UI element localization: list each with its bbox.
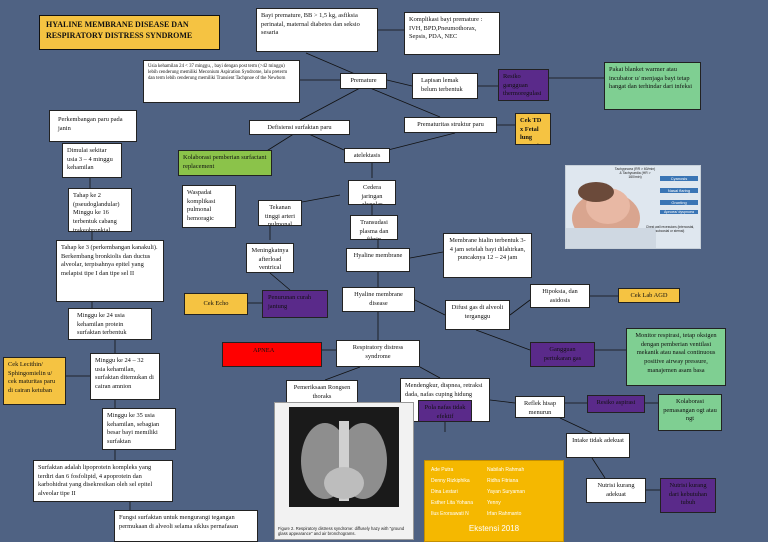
node-minggu35: Minggu ke 35 usia kehamilan, sebagian be… [102, 408, 176, 450]
node-pola-nafas: Pola nafas tidak efektif [418, 400, 472, 422]
baby-photo: Tachypnoea (RR > 60/min) & Tachycardia (… [565, 165, 701, 249]
node-usia-kehamilan: Usia kehamilan 24 < 37 minggu, , bayi de… [143, 60, 300, 103]
author-name: Denny Rizkiphika [431, 478, 470, 484]
node-premature: Premature [340, 73, 387, 89]
author-name: Esther Lita Yohana [431, 500, 473, 506]
node-atelektasis: atelektasis [344, 148, 390, 163]
node-intake: Intake tidak adekuat [566, 433, 630, 458]
node-penurunan: Penurunan curah jantung [262, 290, 328, 318]
node-tekanan: Tekanan tinggi arteri pulmonal [258, 200, 302, 226]
photo-label-grunting: Grunting [660, 200, 698, 205]
node-lapisan-lemak: Lapisan lemak belum terbentuk [412, 73, 478, 99]
photo-label-nasal: Nasal flaring [660, 188, 698, 193]
node-tahap3: Tahap ke 3 (perkembangan kanakuli). Berk… [56, 240, 164, 302]
node-nutrisi-kurang: Nutrisi kurang dari kebutuhan tubuh [660, 478, 716, 513]
node-prematuritas: Prematuritas struktur paru [404, 117, 497, 133]
node-difusi: Difusi gas di alveoli terganggu [445, 300, 510, 330]
node-cek-echo: Cek Echo [184, 293, 248, 315]
node-minggu24: Minggu ke 24 usia kehamilan protein surf… [68, 308, 152, 340]
node-nutrisi: Nutrisi kurang adekuat [586, 478, 646, 503]
node-bayi-premature: Bayi premature, BB > 1,5 kg, asfiksia pe… [256, 8, 378, 52]
node-pemeriksaan: Pemeriksaan Rongsen thoraks [286, 380, 358, 404]
node-monitor: Monitor respirasi, tetap oksigen dengan … [626, 328, 726, 386]
author-name: Yenny [487, 500, 501, 506]
node-hyaline-membrane: Hyaline membrane [346, 248, 410, 272]
node-meningkatnya: Meningkatnya afterload ventrical [246, 243, 294, 273]
xray-illustration [289, 407, 399, 507]
node-apnea: APNEA [222, 342, 322, 367]
node-cedera: Cedera jaringan alveolar [348, 180, 396, 205]
xray-caption: Figure 2. Respiratory distress syndrome:… [278, 525, 405, 536]
footer-label: Ekstensi 2018 [468, 524, 520, 533]
author-name: Yayan Suryaman [487, 489, 525, 495]
node-hipoksia: Hipoksia, dan asidosis [530, 284, 590, 308]
node-surfaktan-lipo: Surfaktan adalah lipoprotein kompleks ya… [33, 460, 173, 502]
photo-label-chest: Chest wall recessions (intercostal, subc… [645, 225, 695, 233]
photo-label-cyanosis: Cyanosis [660, 176, 698, 181]
photo-label-tachypnoea: Tachypnoea (RR > 60/min) & Tachycardia (… [614, 167, 656, 179]
author-name: Nabilah Rahmah [487, 467, 525, 473]
node-pakai-blanket: Pakai blanket warmer atau incubator u/ m… [604, 62, 701, 110]
node-kolaborasi-ngt: Kolaborasi pemasangan ogt atau ngt [658, 394, 722, 431]
node-waspadai: Waspadai komplikasi pulmonal hemoragic [182, 185, 236, 228]
baby-illustration [566, 166, 700, 248]
node-resiko-aspirasi: Resiko aspirasi [587, 395, 645, 413]
author-name: Ade Putra [431, 467, 454, 473]
node-tahap2: Tahap ke 2 (pseudoglandular) Minggu ke 1… [68, 188, 132, 232]
node-fungsi: Fungsi surfaktan untuk mengurangi tegang… [114, 510, 258, 542]
node-minggu24-32: Minggu ke 24 – 32 usia kehamilan, surfak… [90, 353, 160, 400]
node-defisiensi: Defisiensi surfaktan paru [249, 120, 350, 135]
node-gangguan-gas: Gangguan pertukaran gas [530, 342, 595, 367]
node-resiko-termoregulasi: Resiko gangguan thermoregulasi [498, 69, 549, 101]
node-cek-lecithin: Cek Lecithin/ Sphingomielin u/ cek matur… [3, 357, 66, 405]
node-cek-td: Cek TD x Fetal lung maturity [515, 113, 551, 145]
node-membrane-hialin: Membrane hialin terbentuk 3- 4 jam setel… [443, 233, 532, 278]
page-title: HYALINE MEMBRANE DISEASE DAN RESPIRATORY… [39, 15, 220, 50]
author-name: Ilus Erorsawati N [431, 511, 469, 517]
author-name: Irfan Rahmanto [487, 511, 522, 517]
author-name: Ridha Fitriana [487, 478, 519, 484]
node-refleks: Reflek hisap menurun [515, 396, 565, 418]
node-kolaborasi-surfaktan: Kolaborasi pemberian surfactant replacem… [178, 150, 272, 176]
node-perkembangan: Perkembangan paru pada janin [49, 110, 137, 142]
node-dimulai: Dimulai sekitar usia 3 – 4 minggu kehami… [62, 143, 122, 178]
node-hyaline-disease: Hyaline membrane disease [342, 287, 415, 312]
author-name: Dina Lestari [431, 489, 458, 495]
node-cek-lab: Cek Lab AGD [618, 288, 680, 303]
node-komplikasi: Komplikasi bayi premature : IVH, BPD,Pne… [404, 12, 500, 55]
authors-panel: Ade Putra Denny Rizkiphika Dina Lestari … [424, 460, 564, 542]
node-rds: Respiratory distress syndrome [336, 340, 420, 367]
photo-label-apnoea: Apnoea/ dyspnoea [660, 210, 698, 214]
xray-figure: Figure 2. Respiratory distress syndrome:… [274, 402, 414, 540]
node-transudasi: Transudasi plasma dan fibrin [350, 215, 398, 240]
